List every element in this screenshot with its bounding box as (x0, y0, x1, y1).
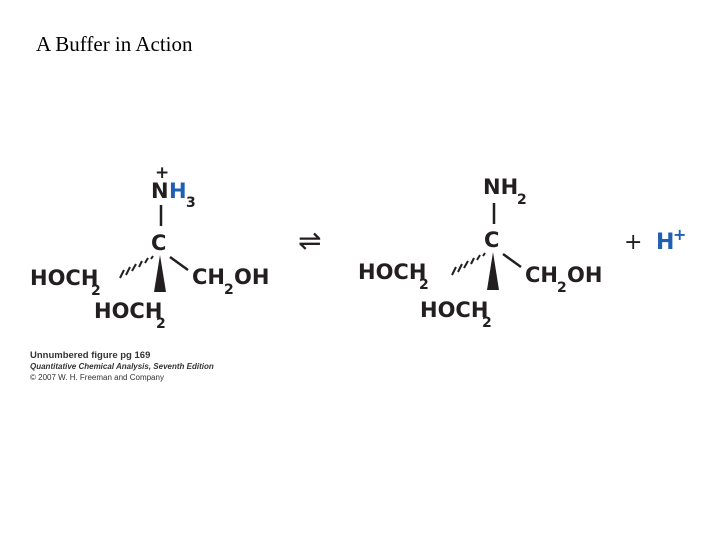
figure-credit: Unnumbered figure pg 169 Quantitative Ch… (30, 350, 214, 383)
right-bottom-sub: 2 (482, 315, 492, 331)
proton-h: H (656, 230, 674, 255)
left-bottom-sub: 2 (156, 316, 166, 332)
right-left-group: HOCH (358, 260, 426, 284)
left-right-sub: 2 (224, 282, 234, 298)
left-right-group-a: CH (192, 265, 225, 289)
right-right-sub: 2 (557, 280, 567, 296)
left-hashed-bond (119, 255, 154, 279)
slide-title: A Buffer in Action (36, 32, 193, 56)
left-right-bond (169, 255, 189, 272)
right-center-c: C (484, 228, 499, 252)
right-hashed-bond (451, 252, 486, 276)
right-left-sub: 2 (419, 277, 429, 293)
left-bottom-group: HOCH (94, 299, 162, 323)
product-proton: + H + (624, 225, 686, 255)
plus-sign: + (624, 230, 642, 255)
right-right-bond (502, 252, 522, 269)
right-right-group-a: CH (525, 263, 558, 287)
left-top-sub: 3 (186, 195, 196, 211)
left-right-group-b: OH (234, 265, 269, 289)
left-left-group: HOCH (30, 266, 98, 290)
right-bottom-group: HOCH (420, 298, 488, 322)
credit-line-2: Quantitative Chemical Analysis, Seventh … (30, 362, 214, 371)
left-center-c: C (151, 231, 166, 255)
right-right-group-b: OH (567, 263, 602, 287)
left-charge: + (155, 163, 169, 183)
left-left-sub: 2 (91, 283, 101, 299)
right-wedge-bond (487, 252, 499, 290)
credit-line-1: Unnumbered figure pg 169 (30, 350, 151, 361)
proton-charge: + (673, 225, 686, 244)
equilibrium-arrow-icon: ⇌ (298, 224, 321, 257)
right-top-group: NH (483, 175, 518, 199)
left-molecule: + N H 3 C HOCH 2 CH 2 OH HOCH 2 (30, 163, 269, 332)
left-wedge-bond (154, 255, 166, 292)
right-top-sub: 2 (517, 192, 527, 208)
left-top-h: H (169, 179, 187, 203)
left-top-n: N (151, 179, 169, 203)
right-molecule: NH 2 C HOCH 2 CH 2 OH HOCH 2 (358, 175, 602, 331)
credit-line-3: © 2007 W. H. Freeman and Company (30, 373, 164, 382)
